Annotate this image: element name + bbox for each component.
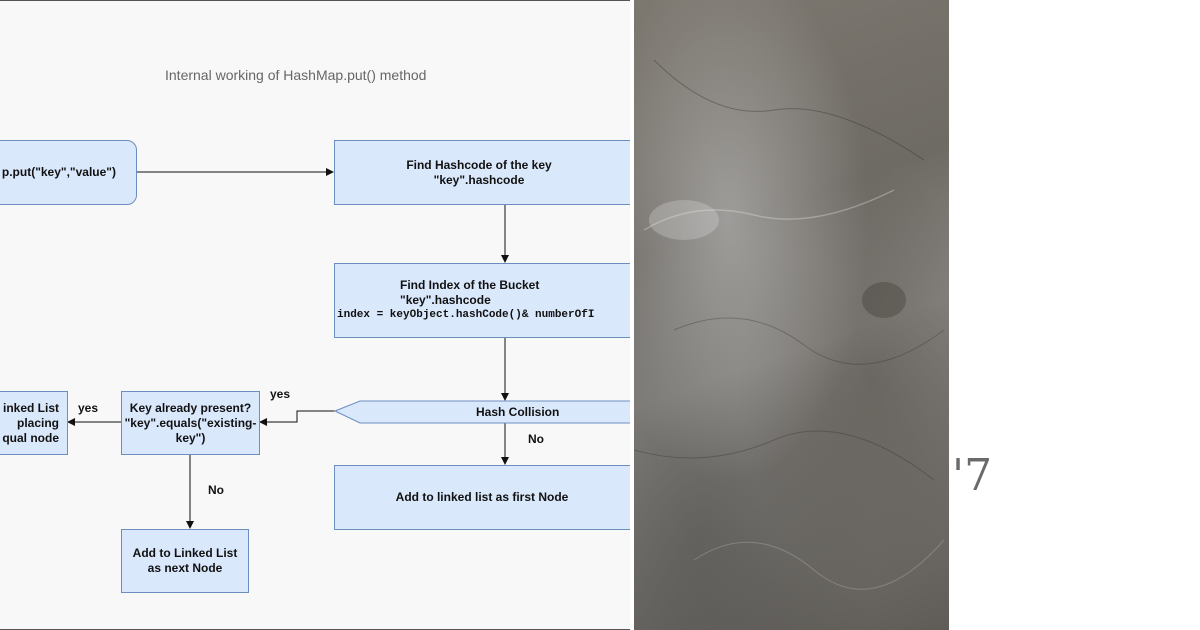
edge-label-present-yes: yes (78, 401, 99, 415)
add-first-node: Add to linked list as first Node (334, 465, 630, 530)
key-present-node: Key already present? "key".equals("exist… (121, 391, 260, 455)
edge-label-collision-yes: yes (270, 387, 291, 401)
index-formula: index = keyObject.hashCode()& numberOfI (337, 309, 595, 321)
hash-collision-label: Hash Collision (476, 405, 560, 419)
edge-collision-to-present (259, 410, 335, 426)
add-next-line2: as next Node (147, 561, 223, 575)
edge-label-collision-no: No (528, 432, 544, 446)
add-next-node: Add to Linked List as next Node (121, 529, 249, 593)
partial-text-fragment: '7 (952, 450, 993, 501)
find-index-node: Find Index of the Bucket "key".hashcode … (334, 263, 630, 338)
replace-node: inked List placing qual node (0, 391, 68, 455)
hash-collision-shape (333, 400, 630, 424)
find-hashcode-line1: Find Hashcode of the key (406, 157, 552, 172)
find-hashcode-node: Find Hashcode of the key "key".hashcode (334, 140, 630, 205)
replace-line2: placing (16, 415, 59, 430)
edge-label-present-no: No (208, 483, 224, 497)
find-index-line1: Find Index of the Bucket (400, 278, 540, 292)
replace-line3: qual node (2, 430, 59, 445)
add-first-label: Add to linked list as first Node (395, 490, 569, 504)
diagram-title: Internal working of HashMap.put() method (165, 67, 427, 83)
find-hashcode-line2: "key".hashcode (433, 172, 525, 187)
key-present-line1: Key already present? (129, 400, 252, 415)
concrete-texture-image (634, 0, 949, 630)
find-index-line2: "key".hashcode (400, 293, 491, 307)
connector-layer (67, 168, 630, 529)
replace-line1: inked List (2, 400, 59, 415)
diagram-panel: Internal working of HashMap.put() method… (0, 0, 630, 630)
texture-cracks (634, 59, 945, 590)
put-call-label: p.put("key","value") (1, 165, 116, 179)
key-present-line2: "key".equals("existing- (124, 415, 257, 430)
add-next-line1: Add to Linked List (132, 546, 238, 560)
key-present-line3: key") (175, 430, 206, 445)
put-call-node: p.put("key","value") (0, 140, 137, 205)
